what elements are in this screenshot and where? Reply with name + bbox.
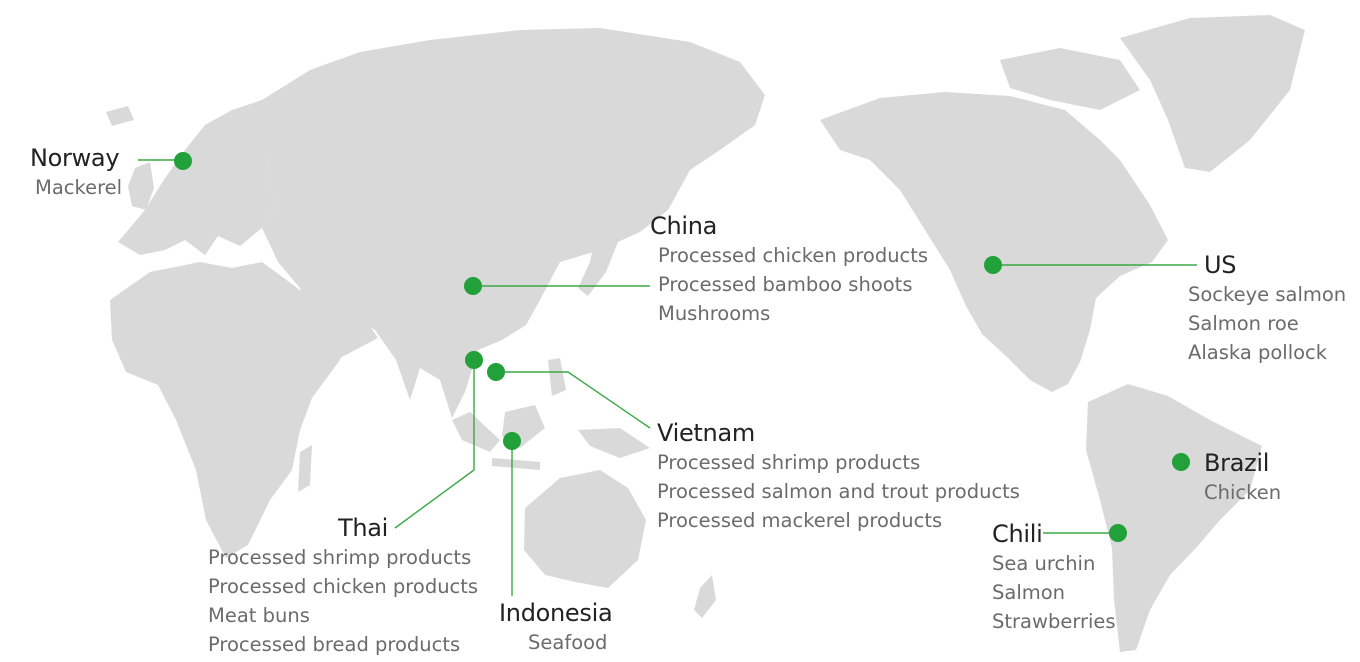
product-item: Mushrooms	[658, 302, 771, 325]
country-name: Chili	[992, 520, 1043, 548]
marker-norway[interactable]	[174, 152, 192, 170]
java-landmass	[492, 458, 540, 470]
marker-chili[interactable]	[1109, 524, 1127, 542]
marker-china[interactable]	[464, 277, 482, 295]
leader-line-thai	[394, 360, 475, 529]
product-list: Mackerel	[30, 173, 122, 202]
arctic-islands-landmass	[1000, 48, 1140, 110]
greenland-landmass	[1120, 15, 1305, 172]
product-item: Salmon	[992, 581, 1066, 604]
label-us: US Sockeye salmon Salmon roe Alaska poll…	[1188, 250, 1346, 367]
country-name: Norway	[30, 144, 120, 172]
landmasses	[106, 15, 1305, 652]
product-item: Processed mackerel products	[657, 509, 943, 532]
product-list: Processed shrimp products Processed chic…	[208, 543, 478, 659]
product-item: Mackerel	[35, 176, 123, 199]
product-item: Processed shrimp products	[657, 451, 921, 474]
japan-landmass	[578, 220, 622, 296]
product-item: Strawberries	[992, 610, 1116, 633]
product-item: Processed chicken products	[208, 575, 479, 598]
product-list: Sockeye salmon Salmon roe Alaska pollock	[1188, 280, 1346, 367]
location-markers	[174, 152, 1190, 542]
north-america-landmass	[820, 92, 1168, 392]
marker-us[interactable]	[984, 256, 1002, 274]
product-item: Sea urchin	[992, 552, 1096, 575]
south-america-landmass	[1086, 384, 1262, 652]
product-item: Processed shrimp products	[208, 546, 472, 569]
product-list: Chicken	[1204, 478, 1281, 507]
asia-landmass	[262, 28, 765, 418]
product-list: Processed shrimp products Processed salm…	[657, 448, 1020, 535]
label-chili: Chili Sea urchin Salmon Strawberries	[992, 519, 1116, 636]
product-list: Sea urchin Salmon Strawberries	[992, 549, 1116, 636]
label-china: China Processed chicken products Process…	[650, 211, 928, 328]
product-item: Processed bread products	[208, 633, 461, 656]
marker-brazil[interactable]	[1172, 453, 1190, 471]
new-zealand-landmass	[694, 575, 716, 618]
africa-landmass	[110, 262, 352, 558]
product-item: Meat buns	[208, 604, 310, 627]
product-list: Seafood	[499, 628, 612, 657]
product-list: Processed chicken products Processed bam…	[650, 241, 928, 328]
product-item: Salmon roe	[1188, 312, 1299, 335]
label-brazil: Brazil Chicken	[1204, 448, 1281, 507]
country-name: US	[1204, 251, 1237, 279]
product-item: Processed bamboo shoots	[658, 273, 913, 296]
arabia-landmass	[300, 284, 378, 358]
country-name: Brazil	[1204, 449, 1270, 477]
britain-landmass	[128, 162, 154, 210]
product-item: Processed chicken products	[658, 244, 929, 267]
europe-landmass	[118, 100, 280, 255]
label-indonesia: Indonesia Seafood	[499, 598, 613, 657]
product-item: Seafood	[528, 631, 608, 654]
product-item: Alaska pollock	[1188, 341, 1328, 364]
leader-line-vietnam	[496, 371, 651, 429]
label-thai: Thai Processed shrimp products Processed…	[208, 513, 478, 659]
marker-vietnam[interactable]	[487, 363, 505, 381]
product-item: Chicken	[1204, 481, 1282, 504]
label-vietnam: Vietnam Processed shrimp products Proces…	[657, 418, 1020, 535]
product-item: Sockeye salmon	[1188, 283, 1347, 306]
label-norway: Norway Mackerel	[30, 143, 122, 202]
country-name: China	[650, 212, 718, 240]
country-name: Thai	[338, 514, 389, 542]
marker-indonesia[interactable]	[503, 432, 521, 450]
new-guinea-landmass	[578, 428, 650, 458]
madagascar-landmass	[298, 445, 312, 492]
philippines-landmass	[548, 358, 566, 396]
marker-thai[interactable]	[465, 351, 483, 369]
country-name: Vietnam	[657, 419, 755, 447]
australia-landmass	[524, 470, 646, 588]
sumatra-landmass	[452, 412, 500, 452]
iceland-landmass	[106, 106, 134, 126]
product-item: Processed salmon and trout products	[657, 480, 1020, 503]
country-name: Indonesia	[499, 599, 613, 627]
